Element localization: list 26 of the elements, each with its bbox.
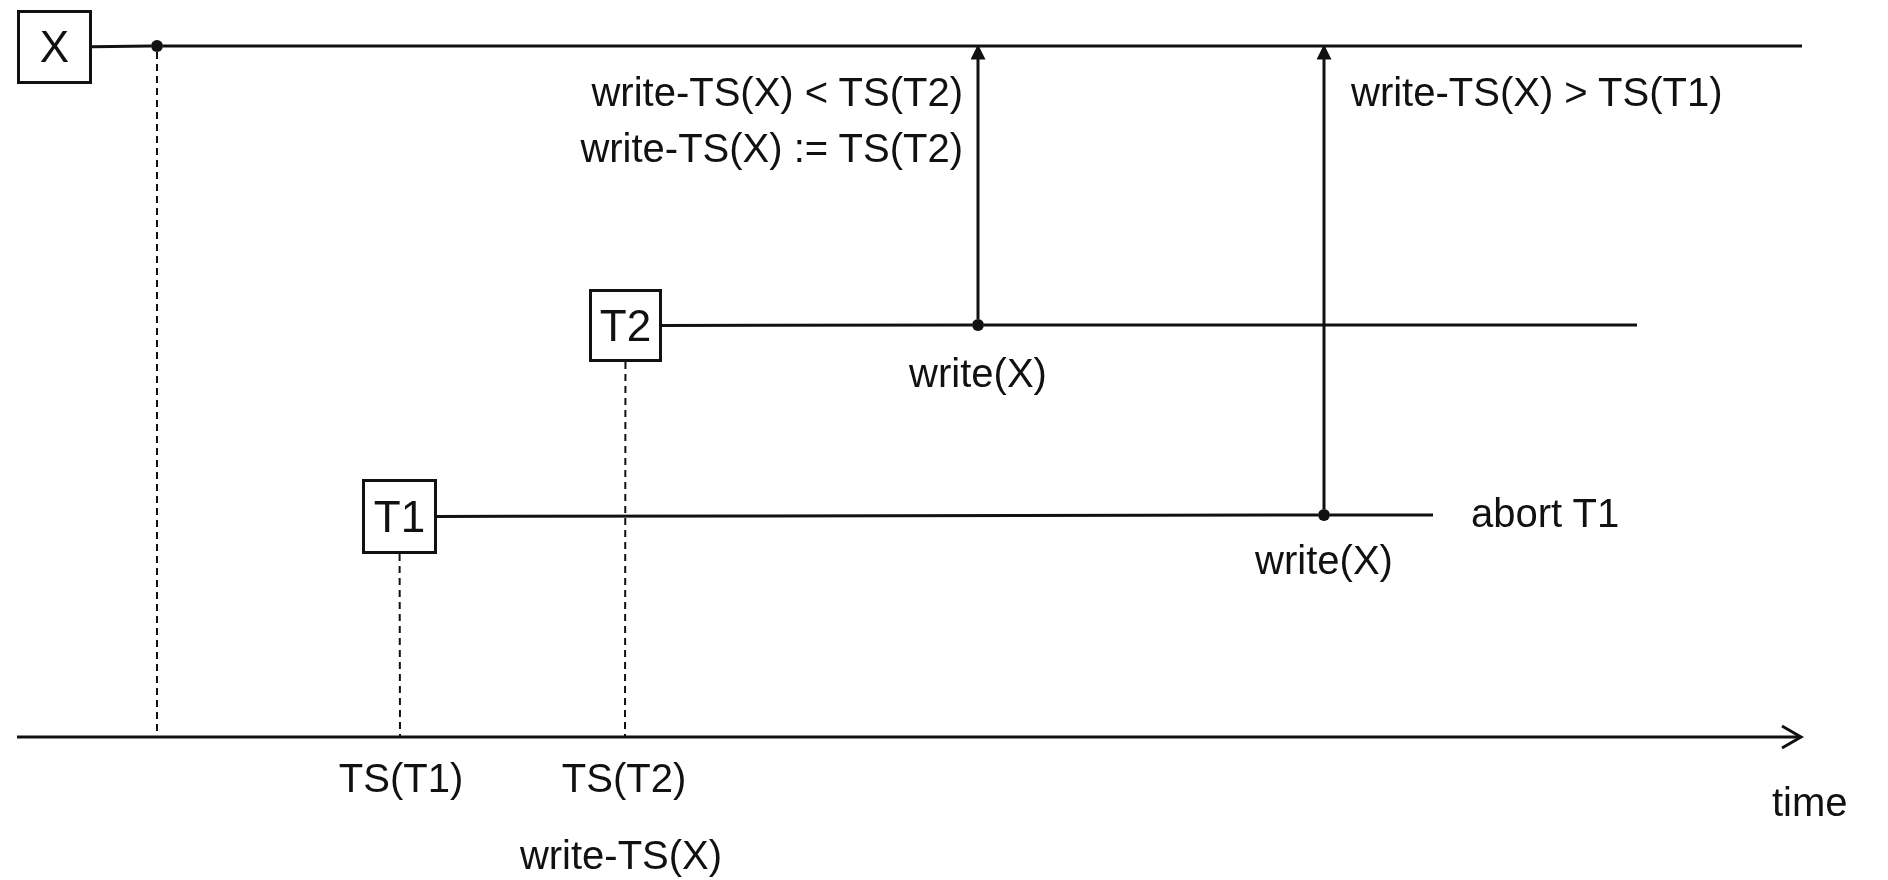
annotation-text: time [1772,780,1848,824]
annotation-text: write-TS(X) := TS(T2) [580,126,963,170]
timeline [92,44,151,49]
annotation-text: TS(T1) [338,756,464,800]
operation-label: write(X) [1255,538,1393,582]
operation-label: write(X) [909,351,1047,395]
event-dot [151,40,163,52]
arrow [1316,44,1332,509]
annotation-text: write-TS(X) > TS(T1) [1351,70,1723,114]
data-item-box: X [17,10,92,84]
event-dot [972,319,984,331]
event-dot [1318,509,1330,521]
transaction-box: T2 [589,289,662,362]
annotation-text: TS(T2) [561,756,687,800]
dashed-line [624,361,627,738]
timeline [662,323,972,327]
annotation-text: write-TS(X) < TS(T2) [591,70,963,114]
annotation-text: write-TS(X) [519,833,723,877]
arrow [970,44,986,319]
timeline [437,513,1318,518]
annotation-text: abort T1 [1471,491,1620,535]
timeline [1330,513,1433,517]
transaction-box: T1 [362,479,437,554]
dashed-line [398,553,401,738]
timeline [984,323,1637,327]
timeline [163,44,1802,48]
